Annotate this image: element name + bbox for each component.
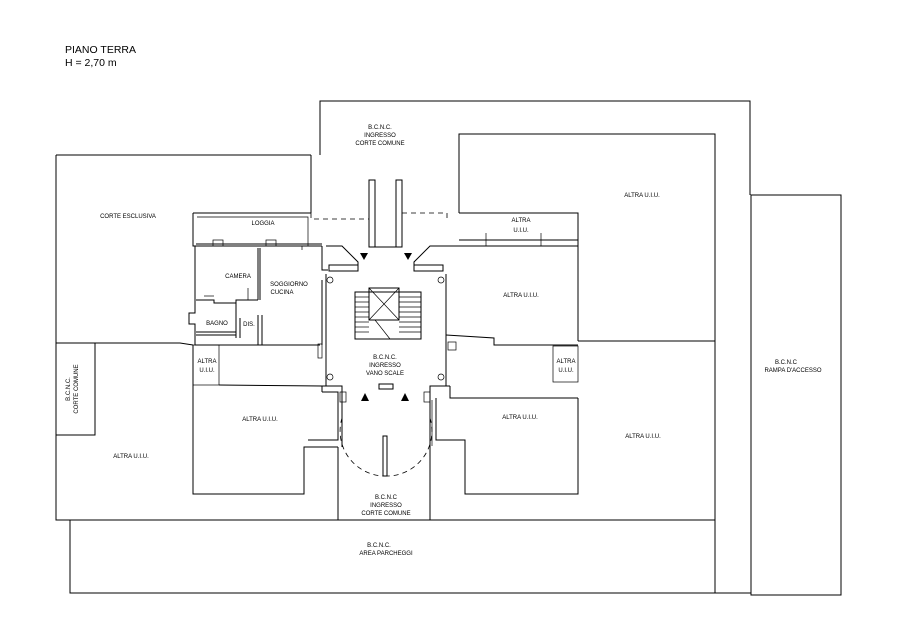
label-bcnc-vano-2: INGRESSO <box>369 363 401 369</box>
label-parcheggi-1: B.C.N.C. <box>367 543 391 549</box>
plan-title: PIANO TERRA <box>65 44 136 56</box>
label-altra-top-right: ALTRA U.I.U. <box>624 193 660 199</box>
plan-height: H = 2,70 m <box>65 57 117 69</box>
label-altra-small-left-1: ALTRA <box>198 359 217 365</box>
label-bcnc-top-3: CORTE COMUNE <box>355 141 404 147</box>
label-dis: DIS. <box>243 322 255 328</box>
label-bcnc-bottom-1: B.C.N.C <box>375 495 398 501</box>
label-corte-comune-vertical-1: B.C.N.C. <box>66 377 72 401</box>
label-corte-esclusiva: CORTE ESCLUSIVA <box>100 214 156 220</box>
label-altra-small-right-1: ALTRA <box>557 359 576 365</box>
label-rampa-1: B.C.N.C <box>775 360 798 366</box>
label-soggiorno-1: SOGGIORNO <box>270 282 308 288</box>
stair-core <box>310 179 457 477</box>
label-rampa-2: RAMPA D'ACCESSO <box>764 368 821 374</box>
label-altra-far-left: ALTRA U.I.U. <box>113 454 149 460</box>
label-soggiorno-2: CUCINA <box>270 290 293 296</box>
label-bcnc-bottom-3: CORTE COMUNE <box>361 511 410 517</box>
label-loggia: LOGGIA <box>251 221 274 227</box>
label-altra-top-mid-1: ALTRA <box>512 218 531 224</box>
label-parcheggi-2: AREA PARCHEGGI <box>359 551 413 557</box>
label-altra-small-right-2: U.I.U. <box>558 368 574 374</box>
label-altra-inner-right: ALTRA U.I.U. <box>502 415 538 421</box>
label-bcnc-top-2: INGRESSO <box>364 133 396 139</box>
label-corte-comune-vertical-2: CORTE COMUNE <box>74 364 80 413</box>
label-altra-mid-right: ALTRA U.I.U. <box>503 293 539 299</box>
label-altra-top-mid-2: U.I.U. <box>513 228 529 234</box>
label-bagno: BAGNO <box>206 321 228 327</box>
label-altra-small-left-2: U.I.U. <box>199 368 215 374</box>
label-altra-inner-left: ALTRA U.I.U. <box>242 417 278 423</box>
label-altra-far-right: ALTRA U.I.U. <box>625 434 661 440</box>
label-bcnc-top-1: B.C.N.C. <box>368 125 392 131</box>
label-bcnc-vano-1: B.C.N.C. <box>373 355 397 361</box>
room-labels: B.C.N.C. INGRESSO CORTE COMUNE CORTE ESC… <box>66 125 822 557</box>
plan-outlines <box>55 100 842 596</box>
left-small-zone <box>192 344 339 441</box>
label-bcnc-bottom-2: INGRESSO <box>370 503 402 509</box>
label-bcnc-vano-3: VANO SCALE <box>366 371 404 377</box>
right-apartment <box>431 212 579 448</box>
label-camera: CAMERA <box>225 274 251 280</box>
